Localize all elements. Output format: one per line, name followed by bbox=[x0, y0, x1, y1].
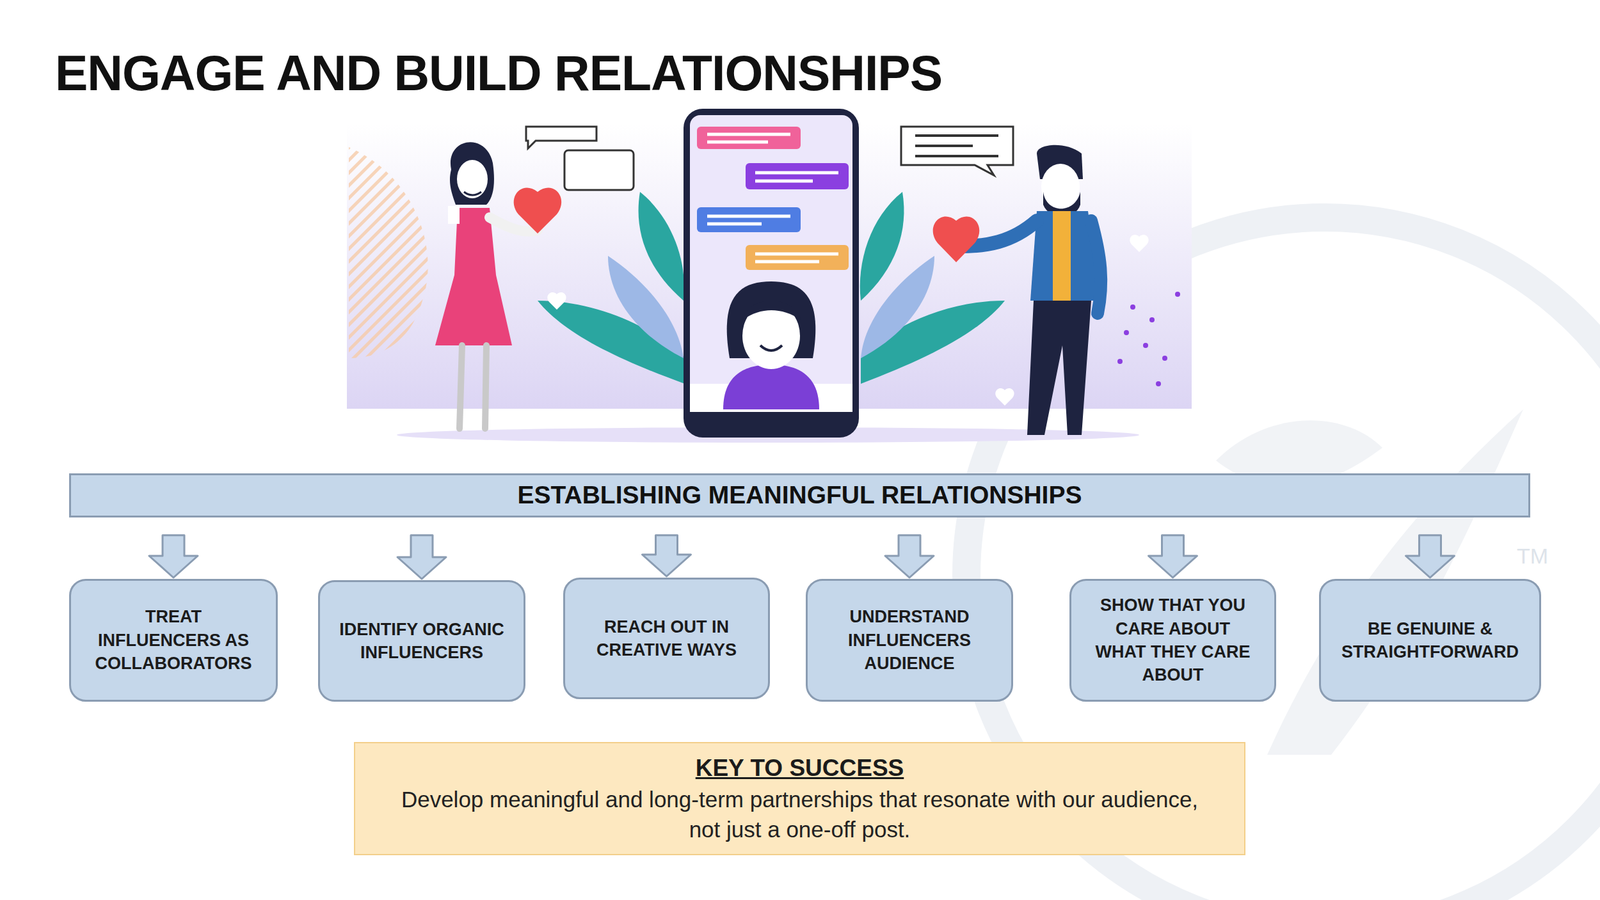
block-arrow bbox=[397, 535, 447, 580]
key-success-box: KEY TO SUCCESSDevelop meaningful and lon… bbox=[353, 742, 1246, 856]
box-label: SHOW THAT YOU CARE ABOUT WHAT THEY CARE … bbox=[1088, 593, 1258, 688]
process-box: SHOW THAT YOU CARE ABOUT WHAT THEY CARE … bbox=[1069, 579, 1277, 703]
box-label: UNDERSTAND INFLUENCERS AUDIENCE bbox=[824, 605, 995, 676]
trademark-mark: TM bbox=[1516, 544, 1549, 569]
band-label: ESTABLISHING MEANINGFUL RELATIONSHIPS bbox=[517, 478, 1083, 513]
process-box: UNDERSTAND INFLUENCERS AUDIENCE bbox=[805, 579, 1014, 703]
process-box: TREAT INFLUENCERS AS COLLABORATORS bbox=[69, 579, 278, 703]
slide-title: ENGAGE AND BUILD RELATIONSHIPS bbox=[55, 44, 943, 102]
box-label: REACH OUT IN CREATIVE WAYS bbox=[581, 615, 752, 663]
key-body: Develop meaningful and long-term partner… bbox=[400, 784, 1200, 846]
block-arrow bbox=[1148, 535, 1198, 578]
box-label: BE GENUINE & STRAIGHTFORWARD bbox=[1337, 617, 1523, 665]
box-label: IDENTIFY ORGANIC INFLUENCERS bbox=[336, 618, 507, 665]
process-box: REACH OUT IN CREATIVE WAYS bbox=[563, 577, 770, 700]
block-arrow bbox=[642, 535, 692, 577]
block-arrow bbox=[149, 535, 198, 578]
key-heading: KEY TO SUCCESS bbox=[695, 752, 905, 785]
block-arrow bbox=[1406, 535, 1455, 578]
block-arrow bbox=[885, 535, 934, 578]
process-box: IDENTIFY ORGANIC INFLUENCERS bbox=[318, 580, 526, 703]
header-band: ESTABLISHING MEANINGFUL RELATIONSHIPS bbox=[69, 473, 1531, 518]
process-box: BE GENUINE & STRAIGHTFORWARD bbox=[1319, 579, 1542, 703]
box-label: TREAT INFLUENCERS AS COLLABORATORS bbox=[87, 605, 260, 676]
